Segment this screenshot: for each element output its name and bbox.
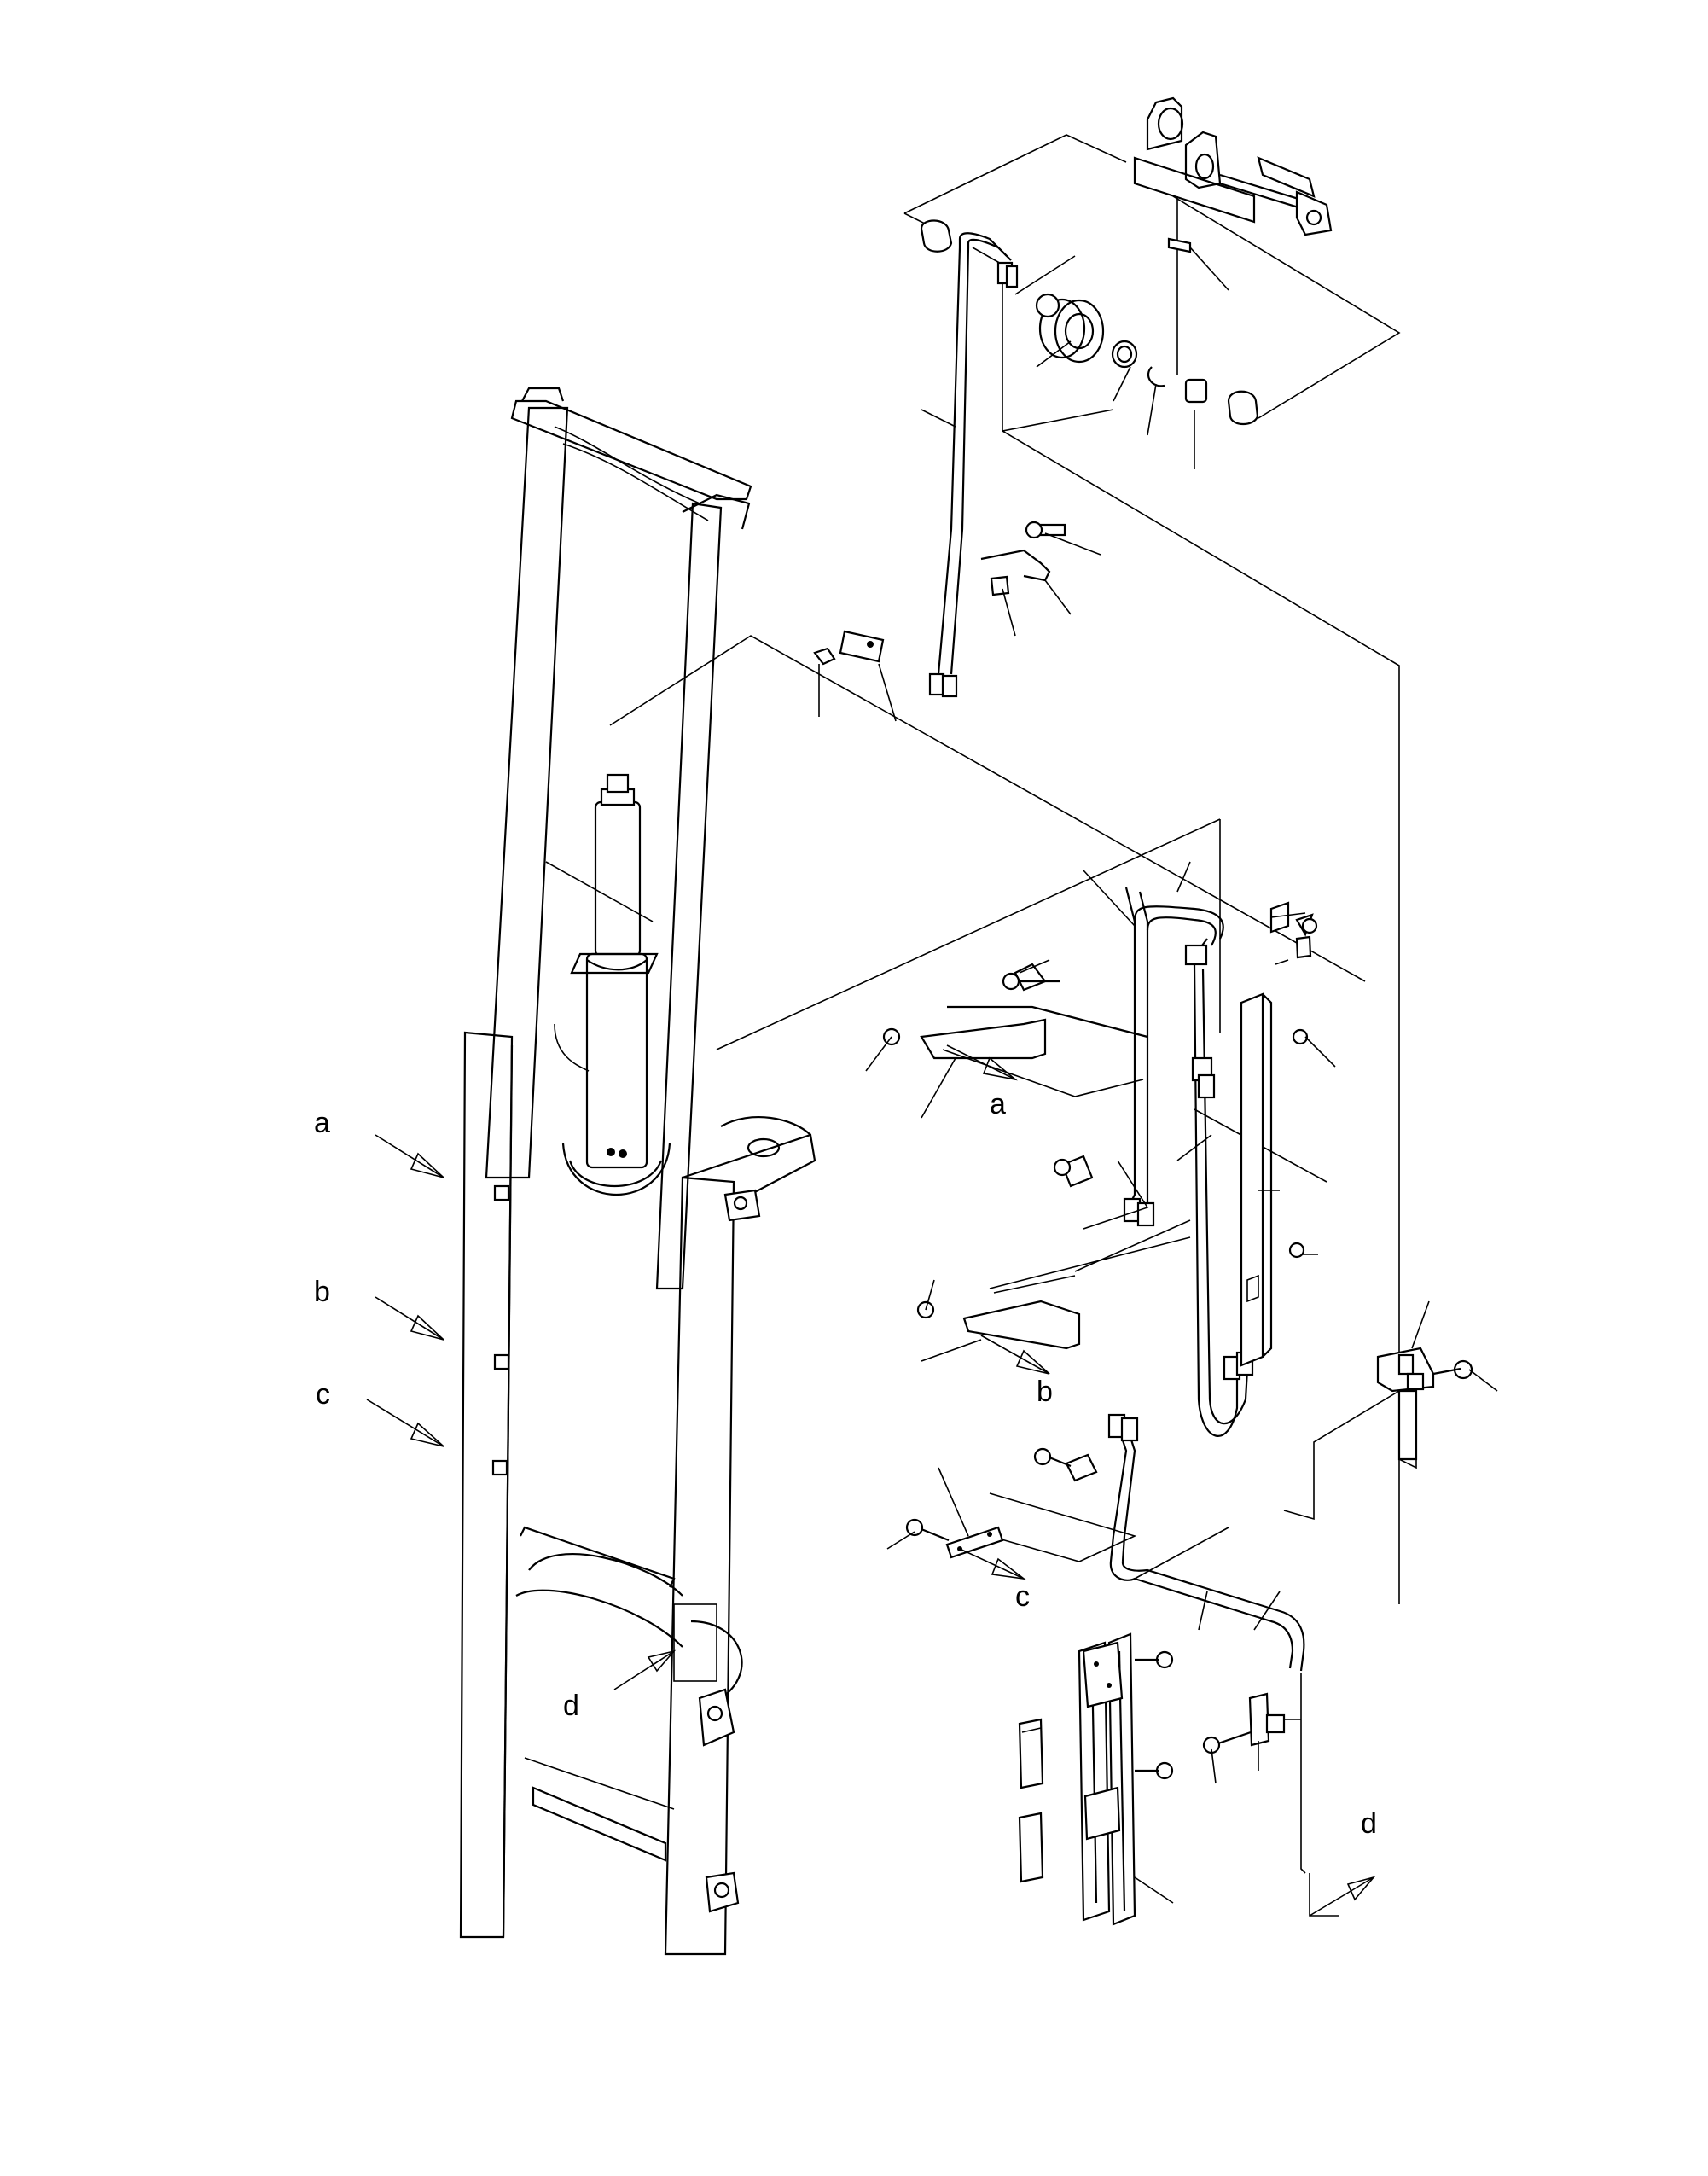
lift-cylinder-lower — [585, 952, 648, 1169]
callout-label-a: a — [314, 1107, 330, 1139]
bottom-rail-assembly — [1018, 1632, 1376, 1926]
leader-lines — [818, 247, 1498, 1904]
callout-labels: a b c d a b c d — [314, 1088, 1377, 1840]
callout-label-c-parts: c — [1015, 1580, 1030, 1613]
upper-hose-pulley-assembly — [609, 96, 1401, 1604]
callout-label-b: b — [314, 1276, 330, 1308]
callout-label-d: d — [563, 1690, 579, 1722]
mast-assembly — [459, 387, 816, 1956]
callout-label-a-parts: a — [990, 1088, 1006, 1120]
middle-hose-routing — [716, 818, 1327, 1437]
callout-arrows-mast — [366, 1134, 677, 1690]
callout-label-c: c — [316, 1378, 330, 1411]
lift-cylinder-upper — [594, 800, 642, 957]
lower-pipe-assembly — [905, 1347, 1473, 1672]
callout-label-d-parts: d — [1361, 1807, 1377, 1840]
callout-arrows-parts — [946, 1044, 1050, 1580]
callout-label-b-parts: b — [1037, 1376, 1053, 1408]
